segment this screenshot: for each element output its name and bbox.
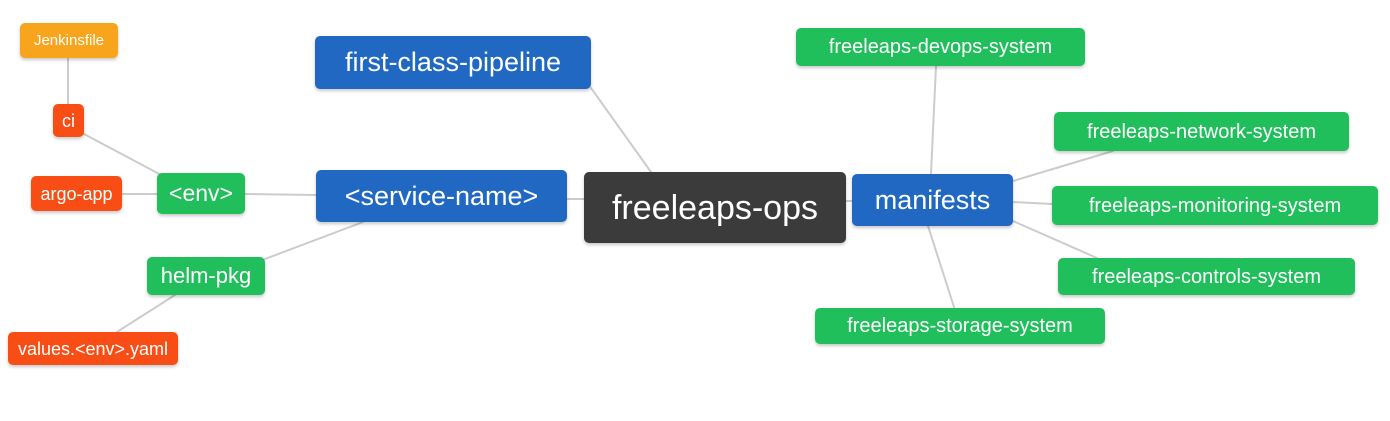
edge-manifests-freeleaps-network-system xyxy=(1012,150,1114,182)
node-service-name[interactable]: <service-name> xyxy=(316,170,567,222)
node-manifests[interactable]: manifests xyxy=(852,174,1013,226)
node-freeleaps-devops-system[interactable]: freeleaps-devops-system xyxy=(796,28,1085,66)
node-values-env-yaml[interactable]: values.<env>.yaml xyxy=(8,332,178,365)
edge-manifests-freeleaps-devops-system xyxy=(930,65,937,175)
node-helm-pkg[interactable]: helm-pkg xyxy=(147,257,265,295)
node-freeleaps-ops[interactable]: freeleaps-ops xyxy=(584,172,846,243)
node-first-class-pipeline[interactable]: first-class-pipeline xyxy=(315,36,591,89)
edge-env-service-name xyxy=(244,193,317,196)
node-freeleaps-controls-system[interactable]: freeleaps-controls-system xyxy=(1058,258,1355,295)
node-argo-app[interactable]: argo-app xyxy=(31,176,122,211)
node-freeleaps-storage-system[interactable]: freeleaps-storage-system xyxy=(815,308,1105,344)
node-freeleaps-monitoring-system[interactable]: freeleaps-monitoring-system xyxy=(1052,186,1378,225)
edge-first-class-pipeline-freeleaps-ops xyxy=(590,87,652,173)
edge-service-name-helm-pkg xyxy=(264,221,364,260)
edge-helm-pkg-values-env-yaml xyxy=(116,294,176,333)
node-ci[interactable]: ci xyxy=(53,104,84,137)
node-freeleaps-network-system[interactable]: freeleaps-network-system xyxy=(1054,112,1349,151)
edge-manifests-freeleaps-controls-system xyxy=(1012,220,1098,259)
edge-ci-env xyxy=(83,133,164,177)
edge-manifests-freeleaps-storage-system xyxy=(927,225,955,308)
edge-manifests-freeleaps-monitoring-system xyxy=(1012,201,1053,205)
node-jenkinsfile[interactable]: Jenkinsfile xyxy=(20,23,118,58)
node-env[interactable]: <env> xyxy=(157,173,245,214)
